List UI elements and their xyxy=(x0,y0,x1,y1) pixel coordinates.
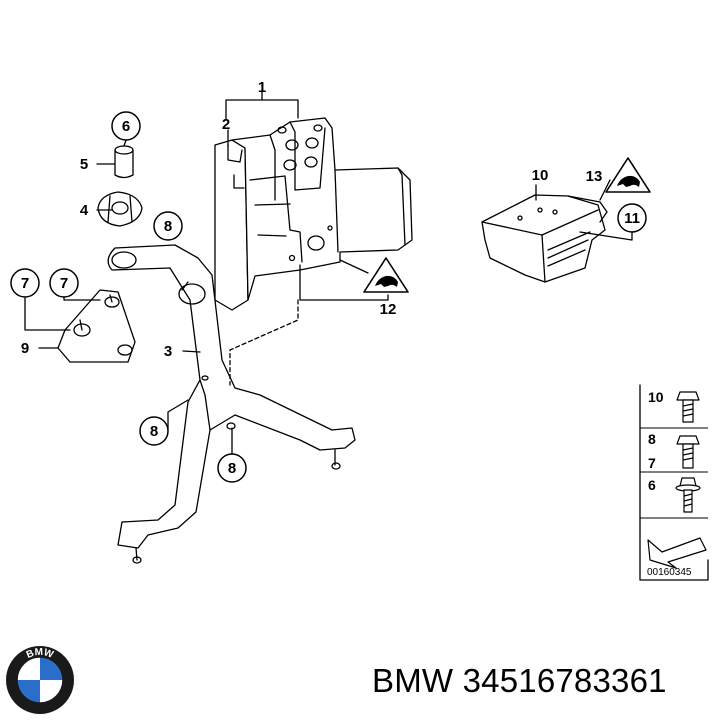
direction-arrow-icon xyxy=(647,537,707,569)
callout-13: 13 xyxy=(586,168,603,185)
callout-11: 11 xyxy=(624,210,640,227)
callout-2: 2 xyxy=(222,116,230,133)
small-plate xyxy=(57,289,136,363)
callout-7a: 7 xyxy=(21,275,29,292)
callout-8a: 8 xyxy=(164,218,172,235)
rubber-isolator xyxy=(97,191,143,227)
bolt-icon xyxy=(676,391,700,423)
yaw-rate-sensor xyxy=(481,194,608,283)
callout-5: 5 xyxy=(80,156,88,173)
warning-triangle-icon xyxy=(363,257,409,293)
logo-lettering: BMW xyxy=(25,647,55,661)
hardware-legend: 10 8 7 6 00160345 xyxy=(640,389,708,578)
callout-6: 6 xyxy=(122,118,130,135)
callout-9: 9 xyxy=(21,340,29,357)
callout-10: 10 xyxy=(532,167,549,184)
legend-label-10: 10 xyxy=(648,389,664,405)
diagram-reference: 00160345 xyxy=(647,567,692,578)
bmw-logo-icon: BMW xyxy=(6,646,74,714)
legend-label-6: 6 xyxy=(648,477,656,493)
mounting-bracket xyxy=(107,244,356,564)
abs-hydraulic-unit xyxy=(214,117,413,311)
callout-1: 1 xyxy=(258,79,266,96)
spacer-sleeve xyxy=(114,145,134,179)
callout-3: 3 xyxy=(164,343,172,360)
callout-7b: 7 xyxy=(60,275,68,292)
part-number-title: BMW 34516783361 xyxy=(372,662,667,699)
legend-label-8: 8 xyxy=(648,431,656,447)
callout-4: 4 xyxy=(80,202,89,219)
callout-12: 12 xyxy=(380,301,397,318)
callout-8c: 8 xyxy=(228,460,236,477)
bolt-icon xyxy=(676,435,700,469)
warning-triangle-icon xyxy=(605,157,651,193)
legend-label-7: 7 xyxy=(648,455,656,471)
callout-8b: 8 xyxy=(150,423,158,440)
flange-bolt-icon xyxy=(675,477,701,513)
